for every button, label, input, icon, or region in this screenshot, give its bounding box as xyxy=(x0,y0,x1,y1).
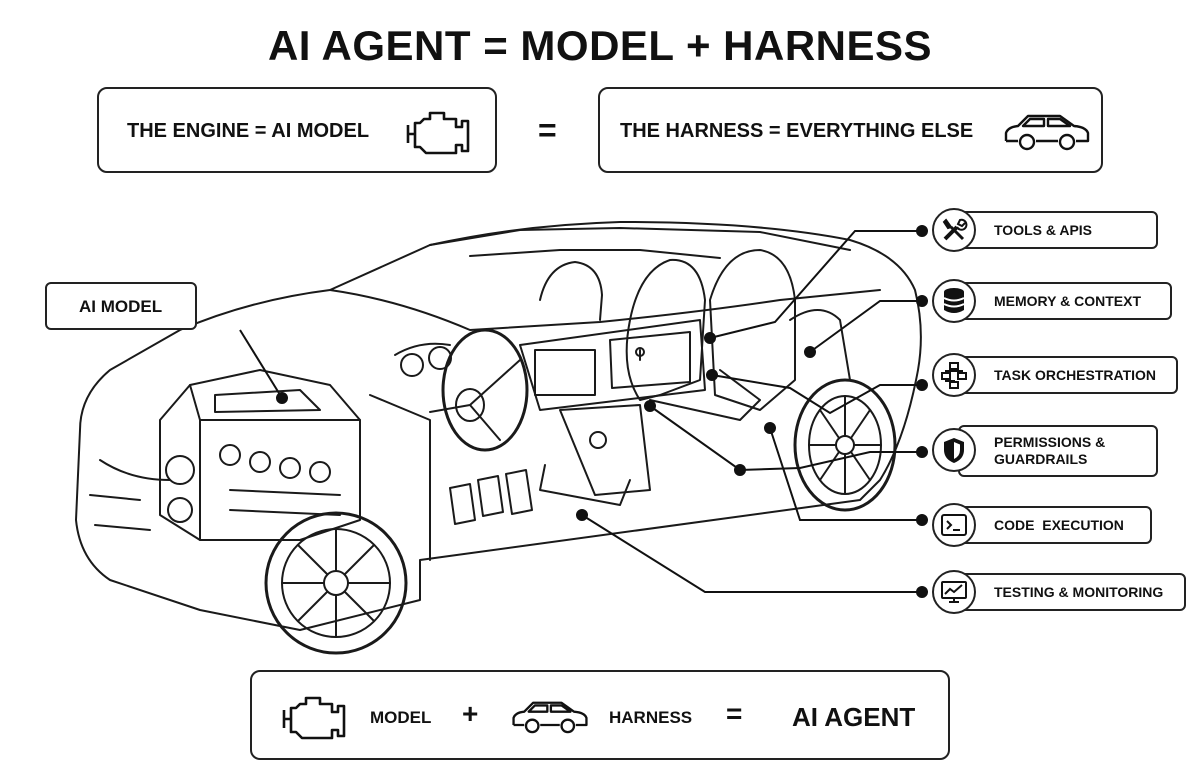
engine-icon-bottom xyxy=(282,696,346,740)
guardrails-label: GUARDRAILS xyxy=(994,451,1088,467)
code-execution-label: CODE EXECUTION xyxy=(994,516,1124,533)
steering-wheel xyxy=(441,328,529,452)
page-title: AI AGENT = MODEL + HARNESS xyxy=(267,22,933,69)
harness-text: HARNESS xyxy=(609,708,693,727)
harness-item-code-execution: CODE EXECUTION xyxy=(932,503,1154,547)
database-icon xyxy=(943,288,965,313)
harness-box: THE HARNESS = EVERYTHING ELSE xyxy=(598,87,1103,173)
monitor-chart-icon xyxy=(941,581,967,603)
ai-agent-label: AI AGENT xyxy=(792,702,916,732)
bottom-equation-box: MODEL + HARNESS = AI AGENT xyxy=(250,670,950,760)
engine-icon xyxy=(406,111,470,155)
flowchart-icon xyxy=(941,362,967,389)
engine-block xyxy=(159,369,361,541)
rear-wheel xyxy=(793,378,897,512)
harness-item-testing-monitoring: TESTING & MONITORING xyxy=(932,570,1188,614)
memory-context-label: MEMORY & CONTEXT xyxy=(994,292,1142,309)
harness-label: THE HARNESS = EVERYTHING ELSE xyxy=(620,120,974,142)
task-orchestration-label: TASK ORCHESTRATION xyxy=(994,366,1157,383)
front-wheel xyxy=(264,511,408,655)
car-icon-bottom xyxy=(512,701,588,734)
testing-monitoring-label: TESTING & MONITORING xyxy=(994,583,1164,600)
plus-sign: + xyxy=(462,698,479,729)
ai-model-label: AI MODEL xyxy=(79,297,163,316)
equals-sign: = xyxy=(538,112,557,148)
engine-box: THE ENGINE = AI MODEL xyxy=(97,87,497,173)
harness-item-memory-context: MEMORY & CONTEXT xyxy=(932,279,1174,323)
engine-label: THE ENGINE = AI MODEL xyxy=(127,120,370,142)
permissions-label: PERMISSIONS & xyxy=(994,434,1106,450)
center-screen xyxy=(534,349,596,396)
shield-icon xyxy=(944,438,964,463)
car-icon xyxy=(1004,114,1090,151)
front-seat xyxy=(625,258,706,401)
ai-model-callout: AI MODEL xyxy=(45,282,197,330)
wrench-screwdriver-icon xyxy=(942,218,968,241)
car-body xyxy=(75,221,922,631)
terminal-icon xyxy=(941,514,967,536)
harness-item-permissions-guardrails: PERMISSIONS &GUARDRAILS xyxy=(932,425,1160,477)
harness-item-task-orchestration: TASK ORCHESTRATION xyxy=(932,353,1180,397)
harness-item-tools-apis: TOOLS & APIS xyxy=(932,208,1160,252)
tools-apis-label: TOOLS & APIS xyxy=(994,221,1093,238)
model-label: MODEL xyxy=(370,708,432,727)
equals-sign-bottom: = xyxy=(726,698,743,729)
